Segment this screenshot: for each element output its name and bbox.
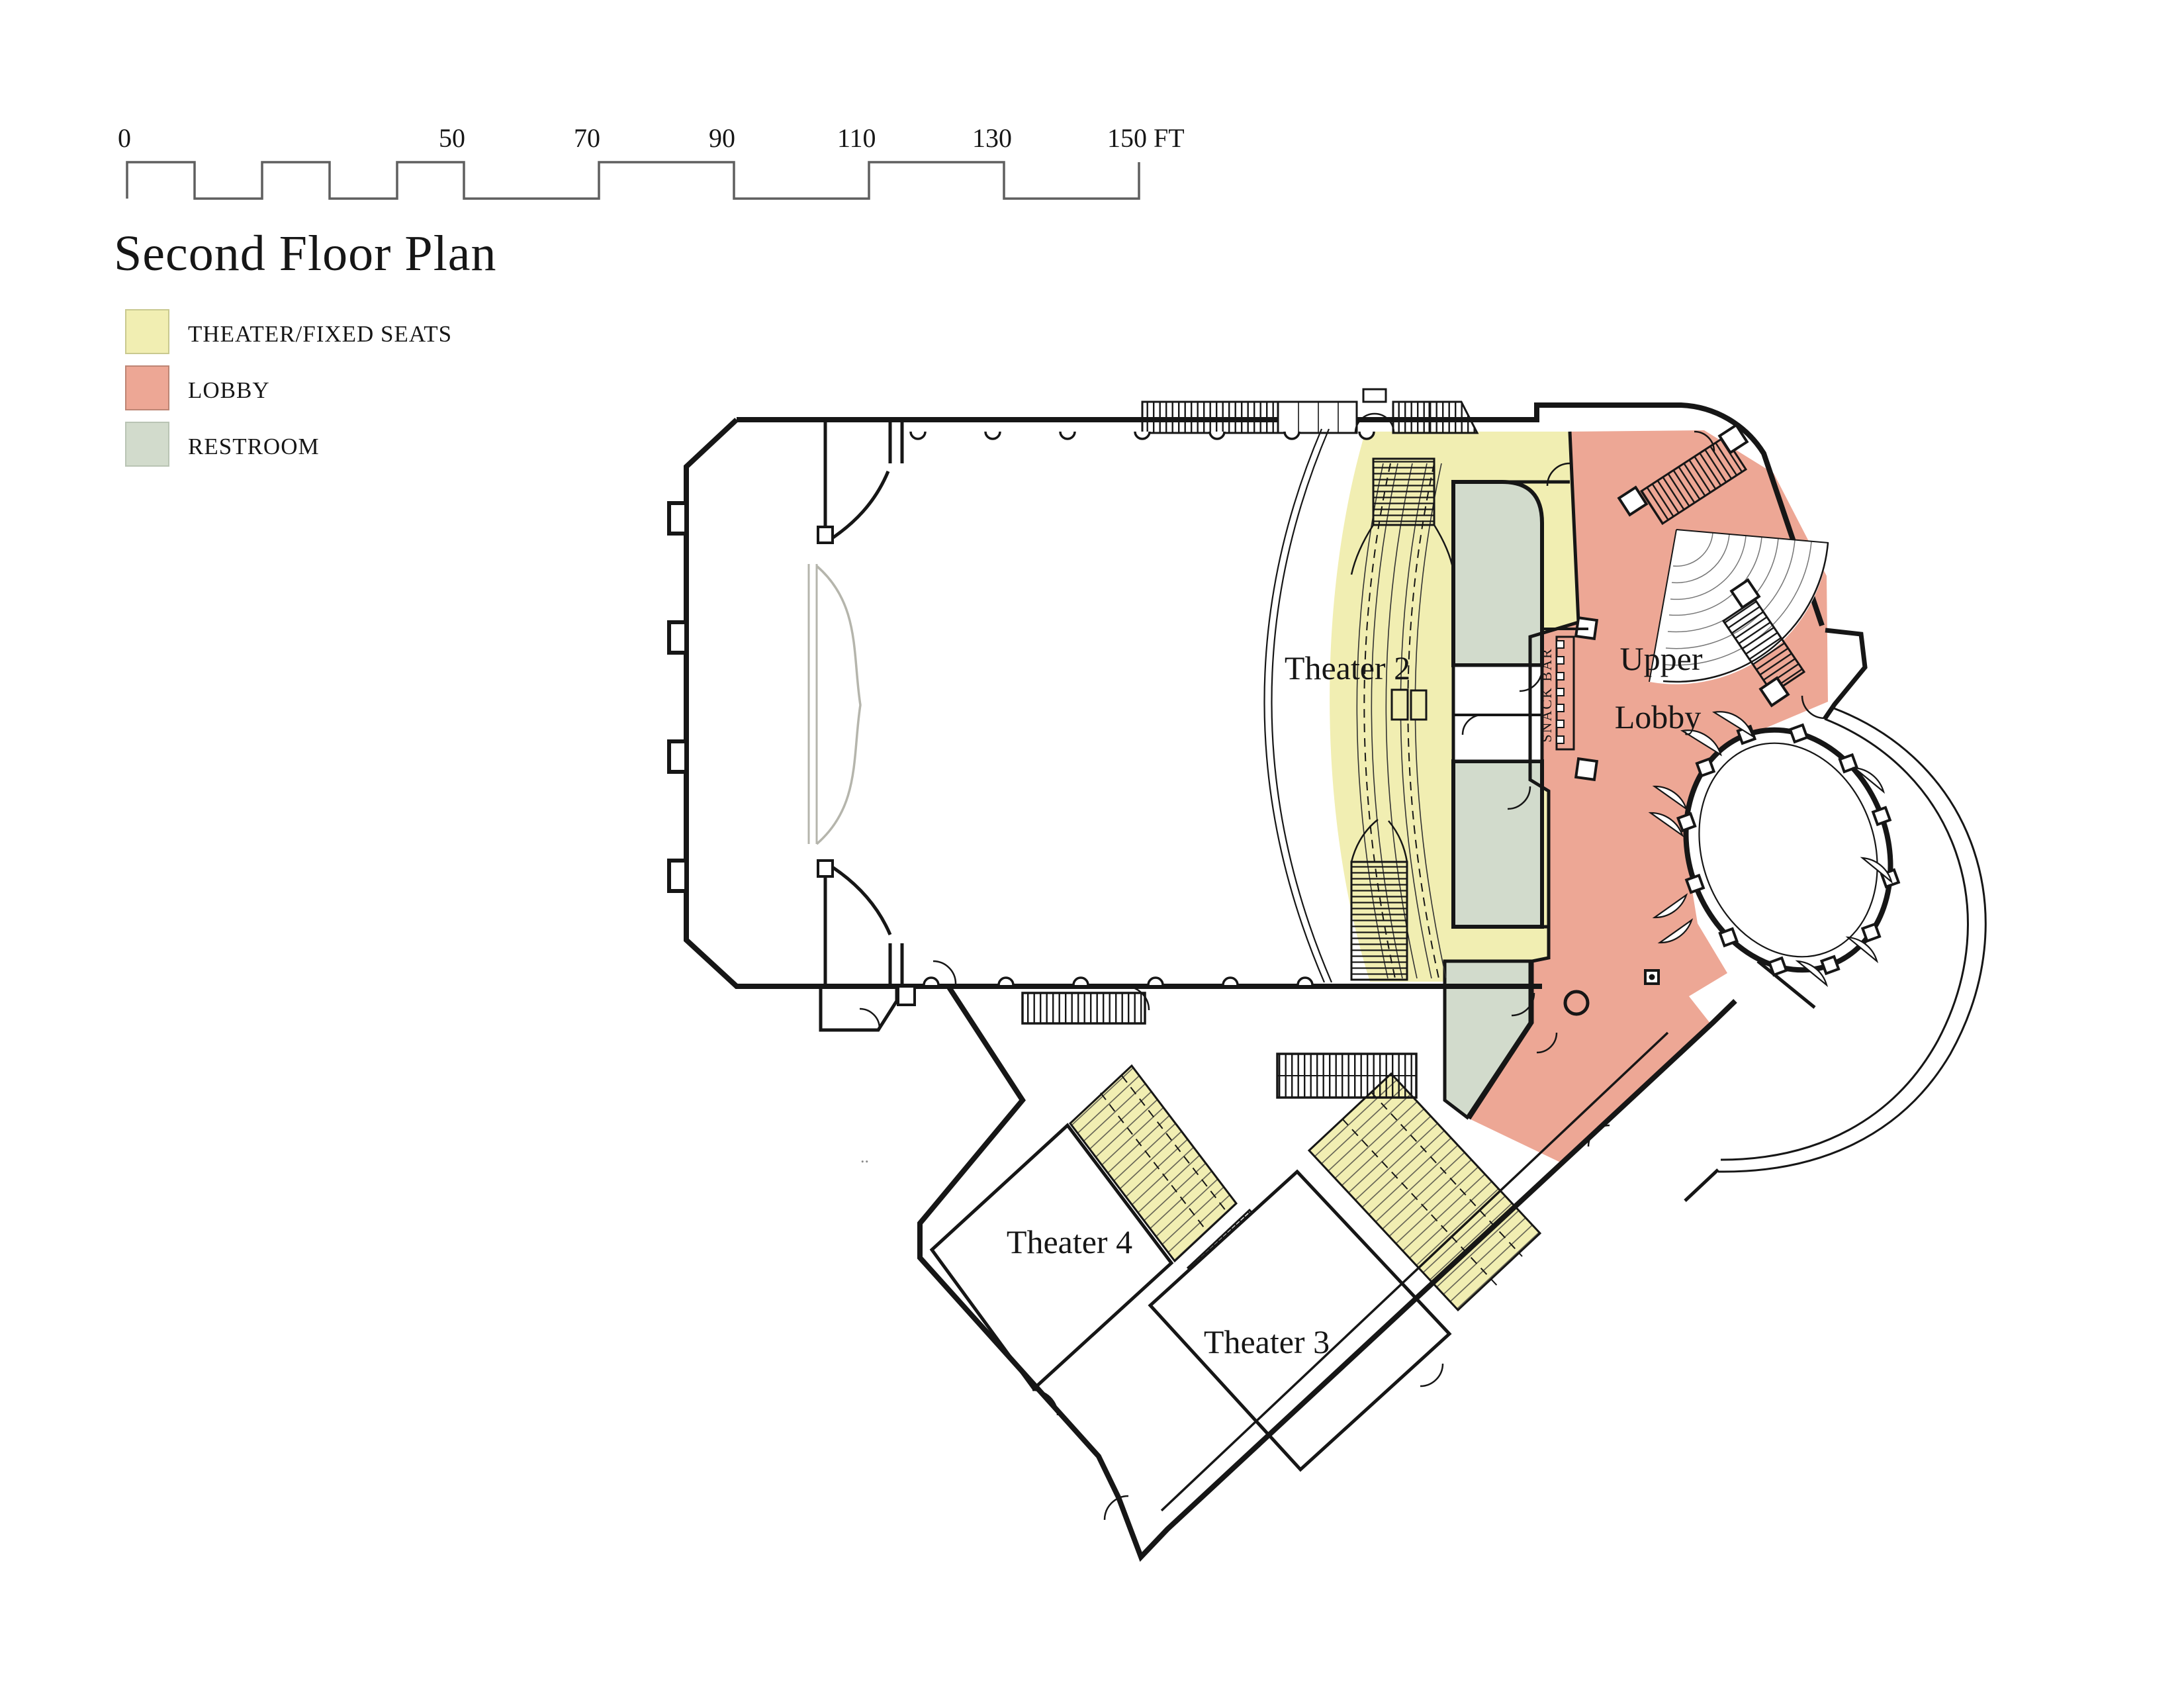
vomitory-fan-lower — [1350, 819, 1408, 863]
floor-plan: SNACK BAR — [667, 388, 1987, 1562]
scale-tick-110: 110 — [837, 123, 876, 153]
stage-screen-line — [807, 564, 818, 844]
theater3-label: Theater 3 — [1204, 1323, 1330, 1360]
northeast-bay-wall — [1823, 628, 1868, 720]
vomitory-stair-upper — [1372, 457, 1435, 526]
west-wall-pilasters — [667, 501, 688, 893]
plan-artifact-dots: .. — [860, 1147, 869, 1166]
glass-wall-inner-arc — [1720, 718, 1969, 1161]
wing-gallery-wall — [1160, 1031, 1669, 1512]
north-wall — [737, 402, 1825, 627]
theater3-seating-zone — [1307, 1072, 1542, 1312]
corridor-stair-west — [1021, 992, 1146, 1025]
hall-column-scallops — [909, 431, 1375, 986]
lobby-stair-upper — [1639, 435, 1748, 526]
theater4-room — [929, 1123, 1174, 1391]
north-stair-band — [1141, 388, 1479, 434]
south-annex-footprint — [821, 986, 897, 1030]
snack-bar: SNACK BAR — [1538, 628, 1588, 751]
legend-label-lobby: LOBBY — [188, 377, 270, 403]
lobby-niche — [1563, 990, 1590, 1016]
service-room — [1451, 663, 1544, 763]
theater2-label: Theater 2 — [1285, 649, 1410, 686]
restroom-lower — [1451, 759, 1544, 929]
scale-tick-150: 150 FT — [1107, 123, 1185, 153]
legend-swatch-lobby — [125, 365, 169, 410]
stair-landings — [1617, 423, 1790, 708]
page-title: Second Floor Plan — [114, 226, 497, 281]
theater3-aisle-lines — [1342, 1092, 1523, 1286]
upper-lobby-label-line2: Lobby — [1615, 698, 1702, 735]
balcony-rail-curve — [1263, 428, 1333, 983]
hall-west-south-wall — [684, 418, 1542, 989]
legend-swatch-seats — [125, 309, 169, 354]
legend-label-restroom: RESTROOM — [188, 434, 320, 459]
stage — [807, 420, 904, 985]
theater4-label: Theater 4 — [1007, 1223, 1132, 1260]
restroom-wing — [1443, 959, 1532, 1120]
legend-label-seats: THEATER/FIXED SEATS — [188, 321, 452, 347]
control-console — [1390, 688, 1428, 721]
double-door-arcs — [1354, 412, 1395, 434]
stage-curtain-line — [815, 565, 862, 845]
upper-lobby-label-line1: Upper — [1620, 640, 1703, 677]
scale-tick-130: 130 — [972, 123, 1012, 153]
rotunda-door-petals — [1648, 711, 1893, 988]
scale-tick-50: 50 — [439, 123, 465, 153]
legend-swatch-restroom — [125, 422, 169, 467]
glass-wall-outer-arc — [1717, 707, 1987, 1173]
snack-bar-label: SNACK BAR — [1538, 647, 1555, 742]
theater2-hall-footprint — [686, 420, 1542, 986]
door-arcs — [859, 430, 1825, 1521]
scale-tick-70: 70 — [574, 123, 600, 153]
scale-bar: 0 50 70 90 110 130 150 FT — [118, 123, 1185, 200]
scale-tick-90: 90 — [709, 123, 735, 153]
theater3-room — [1148, 1169, 1452, 1472]
theater4-seating-zone — [1068, 1064, 1238, 1263]
seating-zone-walls — [1451, 480, 1570, 929]
rotunda-link-walls — [1684, 960, 1816, 1202]
entry-vestibule — [1362, 388, 1387, 403]
vomitory-stair-lower — [1350, 861, 1408, 981]
rotunda — [1644, 711, 1901, 988]
scale-bar-line — [126, 161, 1140, 200]
legend: THEATER/FIXED SEATS LOBBY RESTROOM — [125, 309, 452, 467]
scale-tick-0: 0 — [118, 123, 131, 153]
annex-closet — [897, 985, 916, 1006]
